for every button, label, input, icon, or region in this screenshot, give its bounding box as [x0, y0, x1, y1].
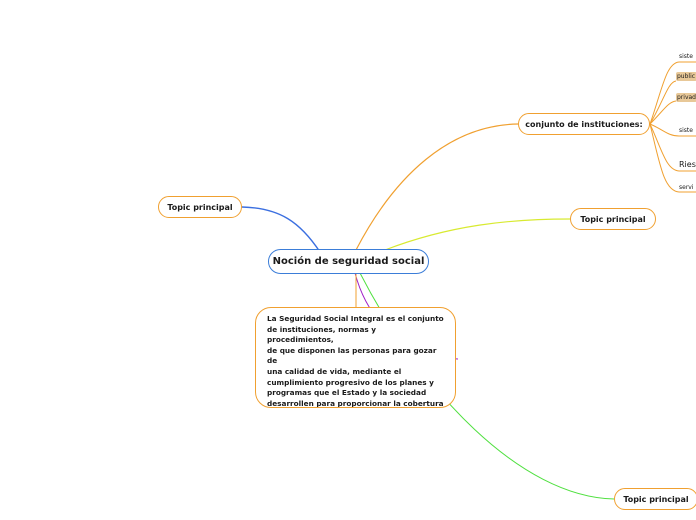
subtopic-node[interactable]: siste [679, 127, 693, 134]
central-topic-node[interactable]: Noción de seguridad social [268, 249, 429, 274]
central-topic-label: Noción de seguridad social [272, 256, 425, 267]
subtopic-node[interactable]: siste [679, 53, 693, 60]
subtopic-node[interactable]: Riesg [679, 160, 696, 169]
subbranch-4 [649, 123, 680, 137]
subbranch-6 [649, 123, 680, 193]
topic-node-right[interactable]: Topic principal [570, 208, 656, 230]
topic-label: Topic principal [623, 494, 689, 504]
branch-to-right-mid-topic [384, 218, 571, 251]
topic-label: Topic principal [580, 214, 646, 224]
branch-to-instituciones [355, 123, 519, 251]
branch-to-left-topic [241, 206, 321, 253]
subbranch-3 [649, 100, 677, 125]
topic-label: Topic principal [167, 202, 233, 212]
subbranch-2 [649, 80, 677, 125]
subtopic-node[interactable]: servi [679, 184, 694, 191]
instituciones-subbranches [649, 61, 696, 193]
topic-node-left[interactable]: Topic principal [158, 196, 242, 218]
subtopic-node[interactable]: privad [676, 93, 696, 102]
topic-node-instituciones[interactable]: conjunto de instituciones: [518, 113, 650, 135]
subbranch-1 [649, 61, 680, 125]
subbranch-5 [649, 123, 680, 172]
subtopic-node[interactable]: public [676, 72, 696, 81]
topic-node-bottom[interactable]: Topic principal [614, 488, 696, 510]
description-node[interactable]: La Seguridad Social Integral es el conju… [255, 307, 456, 408]
topic-label: conjunto de instituciones: [525, 119, 643, 129]
